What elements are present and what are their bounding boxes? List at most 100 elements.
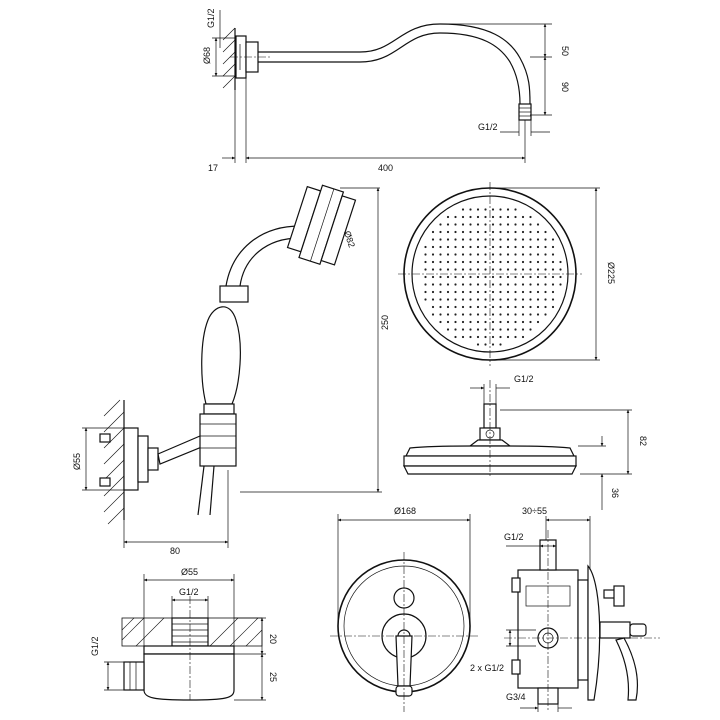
nozzle-dot: [484, 208, 487, 211]
nozzle-dot: [514, 223, 517, 226]
nozzle-dot: [544, 238, 547, 241]
nozzle-dot: [439, 290, 442, 294]
hand-head-dia-label: Ø82: [342, 230, 357, 249]
nozzle-dot: [439, 283, 442, 286]
nozzle-dot: [536, 313, 540, 316]
nozzle-dot: [439, 238, 442, 241]
nozzle-dot: [454, 253, 457, 256]
nozzle-dot: [536, 275, 540, 279]
nozzle-dot: [446, 283, 450, 286]
nozzle-dot: [469, 290, 472, 294]
nozzle-dot: [469, 215, 472, 219]
nozzle-dot: [476, 245, 480, 249]
nozzle-dot: [536, 290, 540, 294]
nozzle-dot: [461, 298, 465, 301]
nozzle-dot: [544, 313, 547, 316]
nozzle-dot: [431, 290, 435, 294]
nozzle-dot: [491, 275, 495, 279]
nozzle-dot: [469, 320, 472, 324]
nozzle-dot: [529, 230, 532, 234]
nozzle-dot: [469, 313, 472, 316]
nozzle-dot: [506, 215, 510, 219]
nozzle-dot: [491, 215, 495, 219]
nozzle-dot: [454, 223, 457, 226]
nozzle-dot: [431, 268, 435, 271]
nozzle-dot: [461, 215, 465, 219]
nozzle-dot: [476, 290, 480, 294]
nozzle-dot: [514, 275, 517, 279]
nozzle-dot: [521, 245, 525, 249]
outlet-thread-label: G1/2: [179, 587, 199, 597]
nozzle-dot: [454, 290, 457, 294]
hand-bracket-dia-label: Ø55: [72, 453, 82, 470]
nozzle-dot: [461, 268, 465, 271]
nozzle-dot: [529, 298, 532, 301]
hand-screw-bottom: [99, 477, 111, 487]
nozzle-dot: [536, 223, 540, 226]
shower-head-side-view: G1/2 82 36: [403, 374, 648, 510]
nozzle-dot: [454, 313, 457, 316]
nozzle-dot: [491, 245, 495, 249]
nozzle-dot: [544, 298, 547, 301]
nozzle-dot: [491, 320, 495, 324]
nozzle-dot: [551, 305, 555, 309]
nozzle-dot: [536, 268, 540, 271]
nozzle-dot: [484, 268, 487, 271]
nozzle-dot: [469, 260, 472, 264]
nozzle-dot: [521, 230, 525, 234]
arm-thread-label: G1/2: [206, 8, 216, 28]
nozzle-dot: [469, 305, 472, 309]
nozzle-dot: [521, 335, 525, 339]
nozzle-dot: [521, 305, 525, 309]
valve-diverter-knob[interactable]: [613, 585, 625, 607]
hand-handle-ring: [203, 403, 235, 415]
hand-head: [286, 184, 357, 266]
shower-head-top-view: Ø225: [398, 182, 616, 366]
nozzle-dot: [506, 283, 510, 286]
nozzle-dot: [521, 238, 525, 241]
nozzle-dot: [439, 223, 442, 226]
nozzle-dot: [499, 268, 502, 271]
nozzle-dot: [484, 320, 487, 324]
hand-bracket-arm: [157, 435, 205, 465]
nozzle-dot: [514, 313, 517, 316]
nozzle-dot: [529, 238, 532, 241]
valve-top-thread-label: G1/2: [504, 532, 524, 542]
nozzle-dot: [536, 260, 540, 264]
nozzle-dot: [484, 253, 487, 256]
nozzle-dot: [506, 305, 510, 309]
nozzle-dot: [551, 275, 555, 279]
nozzle-dot: [529, 283, 532, 286]
nozzle-dot: [469, 238, 472, 241]
outlet-side-connector: [123, 661, 145, 691]
nozzle-dot: [476, 223, 480, 226]
nozzle-dot: [431, 305, 435, 309]
nozzle-dot: [544, 283, 547, 286]
nozzle-dot: [491, 313, 495, 316]
nozzle-dot: [484, 290, 487, 294]
nozzle-dot: [551, 238, 555, 241]
nozzle-dot: [521, 215, 525, 219]
hand-collar: [219, 285, 249, 303]
hand-shower-view: 250 Ø82 Ø55 80: [72, 184, 390, 556]
nozzle-dot: [469, 245, 472, 249]
nozzle-dot: [559, 283, 562, 286]
arm-tube-upper: [258, 23, 531, 105]
nozzle-dot: [514, 208, 517, 211]
hand-bracket-cover: [137, 435, 149, 483]
valve-lever-side[interactable]: [615, 637, 639, 701]
nozzle-dot: [476, 215, 480, 219]
nozzle-dot: [461, 290, 465, 294]
shower-arm-view: Ø68 G1/2 50 90 G1/2 17 400: [202, 8, 570, 173]
nozzle-dot: [424, 260, 427, 264]
arm-tube-lower: [258, 32, 521, 105]
nozzle-dot: [439, 320, 442, 324]
nozzle-dot: [499, 335, 502, 339]
nozzle-dot: [551, 260, 555, 264]
nozzle-dot: [454, 335, 457, 339]
nozzle-dot: [529, 305, 532, 309]
nozzle-dot: [484, 223, 487, 226]
nozzle-dot: [491, 290, 495, 294]
nozzle-dot: [476, 238, 480, 241]
nozzle-dot: [529, 215, 532, 219]
